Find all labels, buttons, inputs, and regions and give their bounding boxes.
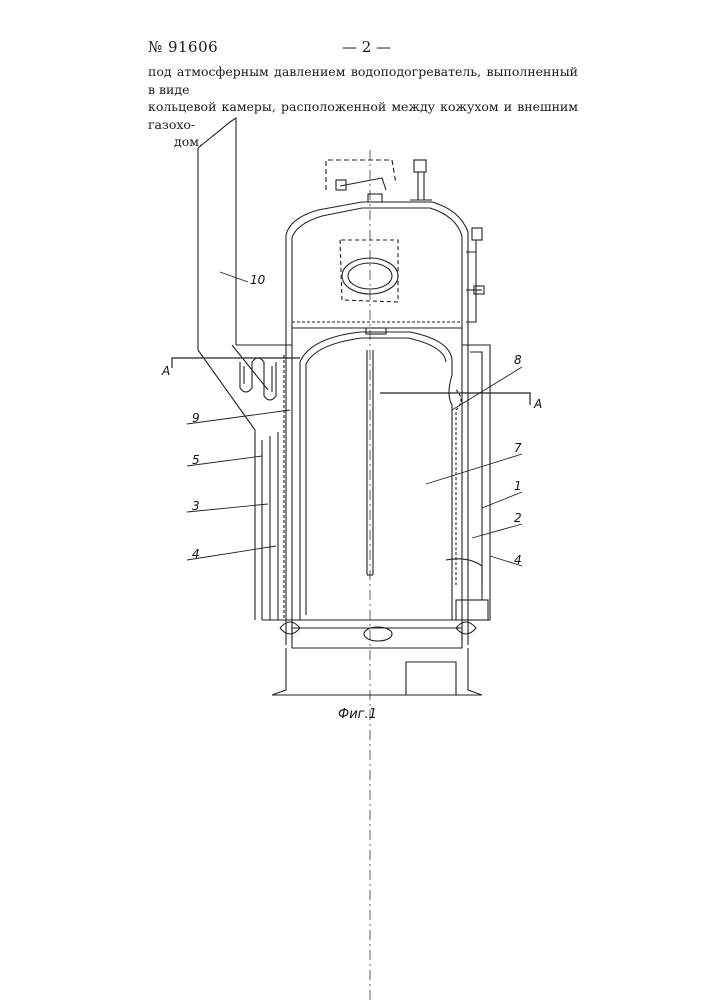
label-4-left: 4: [192, 547, 200, 561]
label-1: 1: [514, 479, 522, 493]
label-10: 10: [250, 273, 266, 287]
label-3: 3: [192, 499, 200, 513]
label-4-right: 4: [514, 553, 522, 567]
section-line-aa: [172, 358, 530, 405]
coil-element: [240, 358, 276, 400]
label-8: 8: [514, 353, 522, 367]
label-5: 5: [192, 453, 200, 467]
top-hatch: [326, 150, 432, 1000]
water-gauge: [466, 228, 484, 322]
section-a-left: А: [161, 364, 170, 378]
vessel-shell: [286, 202, 468, 645]
section-a-right: А: [533, 397, 542, 411]
figure-labels: 10 9 5 3 4 8 7 1 2 4 А А Фиг.1: [161, 273, 542, 722]
vessel-base: [272, 622, 482, 695]
label-2: 2: [514, 511, 522, 525]
combustion-chamber: [292, 328, 462, 628]
label-9: 9: [192, 411, 200, 425]
left-annular-chamber: [262, 355, 292, 620]
leader-lines: [187, 272, 522, 566]
label-7: 7: [514, 441, 522, 455]
figure-caption: Фиг.1: [338, 707, 377, 722]
